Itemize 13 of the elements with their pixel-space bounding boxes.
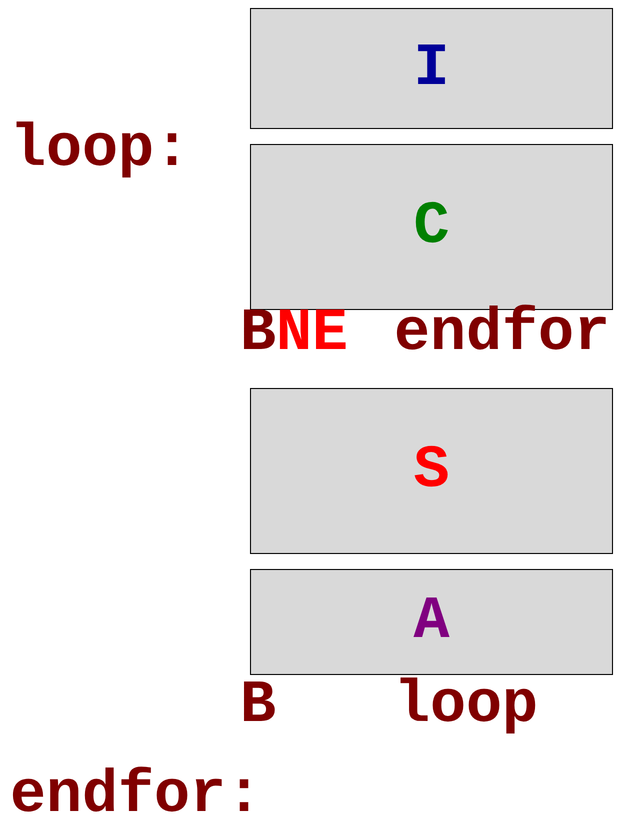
block-box [250, 8, 613, 129]
instruction-label: BNE [240, 304, 348, 364]
block-letter: A [413, 592, 450, 652]
code-label: endfor [394, 304, 610, 364]
instruction-label: B [240, 676, 276, 736]
code-label: loop: [10, 120, 190, 180]
code-label: loop [394, 676, 538, 736]
block-letter: S [413, 441, 450, 501]
block-letter: C [413, 197, 450, 257]
block-box [250, 388, 613, 554]
code-label: endfor: [10, 766, 262, 826]
block-box [250, 569, 613, 675]
block-letter: I [413, 38, 450, 98]
